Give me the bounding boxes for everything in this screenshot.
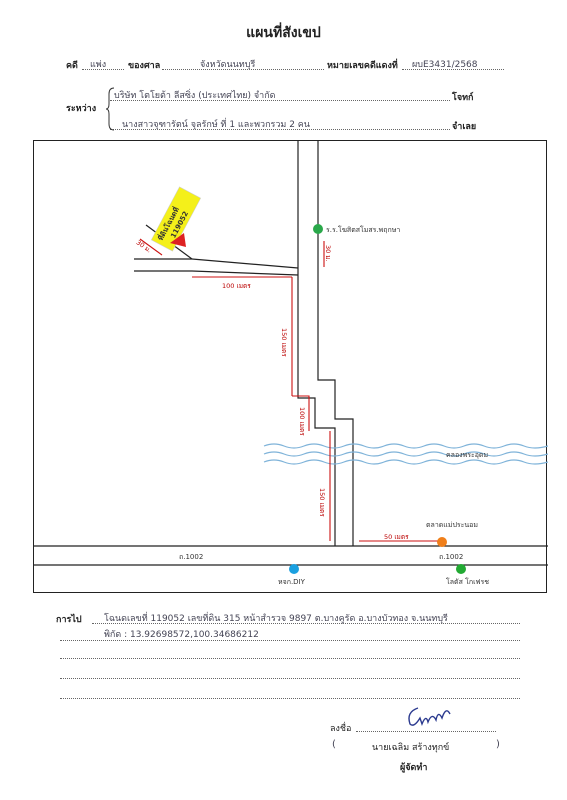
directions-line-2: พิกัด : 13.92698572,100.34686212 xyxy=(104,630,259,640)
landmark-top-dot xyxy=(313,224,323,234)
landmark-blue-label: หจก.DIY xyxy=(278,578,306,586)
signature-image xyxy=(408,707,451,727)
map-drawing: คลองพระอุดม 100 เมตร 150 เมตร 100 เมตร 1… xyxy=(34,141,549,586)
sign-close-paren: ) xyxy=(496,739,500,750)
court-label: ของศาล xyxy=(128,61,161,71)
red-case-value: ผบE3431/2568 xyxy=(412,60,478,70)
branch-road-bottom-edge xyxy=(134,270,299,276)
landmark-orange-label: ตลาดแม่ประนอม xyxy=(426,521,478,529)
dist-line-100m-b xyxy=(292,395,310,431)
road-label-right: ถ.1002 xyxy=(439,553,463,561)
between-label: ระหว่าง xyxy=(66,104,97,114)
landmark-blue-dot xyxy=(289,564,299,574)
dist-label-30m-a: 30 ม. xyxy=(135,238,153,254)
page-title: แผนที่สังเขป xyxy=(246,25,321,41)
branch-road-top-edge xyxy=(134,258,299,269)
defendant-label: จำเลย xyxy=(452,122,477,132)
dist-label-150m-lower: 150 เมตร xyxy=(318,488,326,517)
vertical-road-right-edge xyxy=(317,141,354,546)
sign-label: ลงชื่อ xyxy=(330,724,352,734)
red-case-label: หมายเลขคดีแดงที่ xyxy=(327,61,398,71)
signer-name: นายเฉลิม สร้างทุกข์ xyxy=(372,743,450,753)
signer-role: ผู้จัดทำ xyxy=(400,763,428,773)
canal xyxy=(263,443,549,465)
dist-label-50m: 50 เมตร xyxy=(384,533,409,541)
directions-label: การไป xyxy=(56,615,82,625)
plaintiff-label: โจทก์ xyxy=(452,93,474,103)
defendant-name: นางสาวจุฑารัตน์ จุลรักษ์ ที่ 1 และพวกรวม… xyxy=(122,120,310,130)
dist-line-30m-a xyxy=(139,238,163,256)
directions-line-1: โฉนดเลขที่ 119052 เลขที่ดิน 315 หน้าสำรว… xyxy=(104,614,448,624)
landmark-top-label: ร.ร.โฆสิตสโมสร.พฤกษา xyxy=(326,225,400,234)
dist-label-30m-c: 30 ม. xyxy=(324,245,332,262)
court-value: จังหวัดนนทบุรี xyxy=(200,60,256,70)
dist-label-100m-a: 100 เมตร xyxy=(222,282,251,290)
road-label-left: ถ.1002 xyxy=(179,553,203,561)
landmark-green-label: โลตัส โกเฟรช xyxy=(446,577,489,586)
case-type: แพ่ง xyxy=(90,60,107,70)
sign-open-paren: ( xyxy=(332,739,336,750)
canal-label: คลองพระอุดม xyxy=(446,451,488,459)
dist-label-150m: 150 เมตร xyxy=(280,328,288,357)
parties-brace xyxy=(106,87,115,131)
sketch-map: คลองพระอุดม 100 เมตร 150 เมตร 100 เมตร 1… xyxy=(33,140,549,593)
case-label: คดี xyxy=(66,61,78,71)
landmark-orange-dot xyxy=(437,537,447,547)
plaintiff-name: บริษัท โตโยต้า ลีสซิ่ง (ประเทศไทย) จำกัด xyxy=(114,91,276,101)
property-marker xyxy=(170,233,186,247)
landmark-green-dot xyxy=(456,564,466,574)
dist-label-100m-b: 100 เมตร xyxy=(298,407,306,436)
